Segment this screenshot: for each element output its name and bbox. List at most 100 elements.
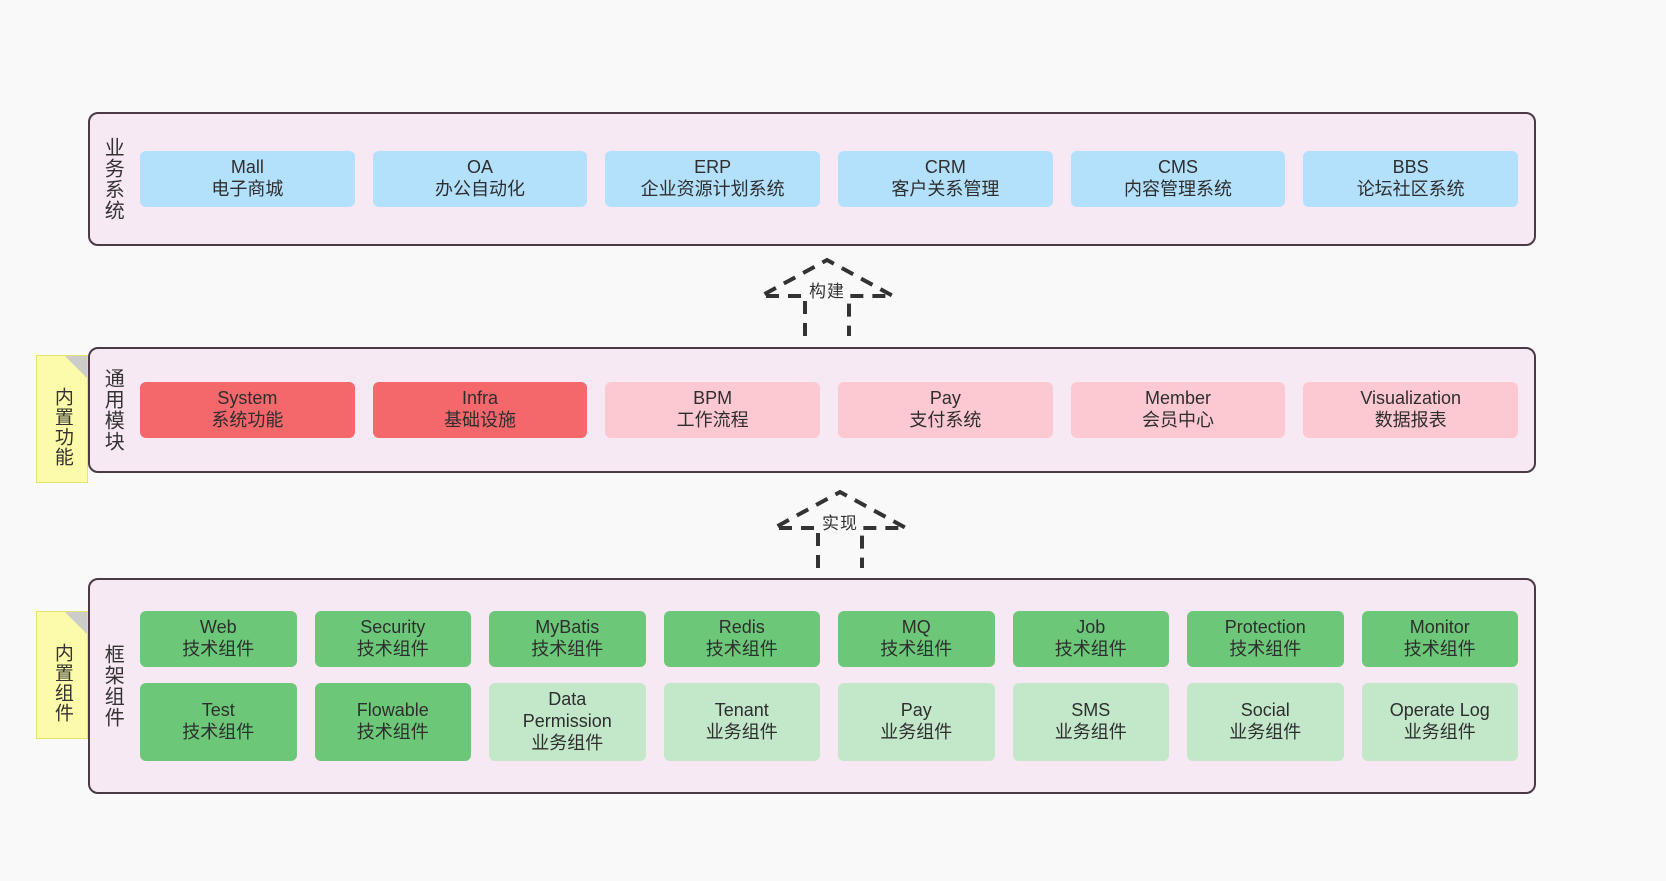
- module-card-infra[interactable]: Infra 基础设施: [372, 382, 588, 438]
- layer-business-system-body: Mall 电子商城 OA 办公自动化 ERP 企业资源计划系统 CRM 客户关系…: [134, 114, 1534, 244]
- module-card-member[interactable]: Member 会员中心: [1070, 382, 1286, 438]
- module-card-mybatis[interactable]: MyBatis 技术组件: [489, 611, 646, 668]
- dashed-hollow-arrow-icon: [760, 257, 894, 336]
- module-card-subtitle: 会员中心: [1142, 410, 1215, 430]
- module-card-bbs[interactable]: BBS 论坛社区系统: [1303, 151, 1519, 207]
- layer-common-module: 通用模块 System 系统功能 Infra 基础设施 BPM 工作流程 Pay…: [88, 347, 1536, 473]
- module-card-subtitle: 业务组件: [705, 721, 778, 742]
- module-card-title: SMS: [1071, 699, 1111, 720]
- module-card-subtitle: 技术组件: [1229, 639, 1302, 660]
- module-card-title: Mall: [230, 157, 264, 178]
- module-card-title: Tenant: [714, 699, 769, 720]
- folded-corner-icon: [65, 356, 87, 378]
- connector-implement: 实现: [770, 489, 910, 570]
- module-card-pay[interactable]: Pay 支付系统: [838, 382, 1053, 438]
- module-card-title: Pay: [929, 388, 961, 409]
- module-card-subtitle: 技术组件: [1054, 639, 1127, 660]
- module-card-data-permission[interactable]: Data Permission 业务组件: [489, 683, 646, 761]
- note-builtin-function-label: 内置功能: [51, 387, 73, 467]
- module-card-title: Pay: [900, 699, 932, 720]
- module-card-title: OA: [467, 157, 494, 178]
- layer-framework-component: 框架组件 Web 技术组件 Security 技术组件 MyBatis 技术组件…: [88, 578, 1536, 794]
- module-card-subtitle: 客户关系管理: [891, 179, 1000, 199]
- module-card-subtitle: 技术组件: [182, 721, 255, 742]
- note-builtin-function[interactable]: 内置功能: [36, 355, 88, 483]
- layer-framework-component-row-tech: Web 技术组件 Security 技术组件 MyBatis 技术组件 Redi…: [140, 611, 1518, 668]
- module-card-cms[interactable]: CMS 内容管理系统: [1070, 151, 1286, 207]
- module-card-sms[interactable]: SMS 业务组件: [1012, 683, 1169, 761]
- module-card-subtitle: 业务组件: [1403, 721, 1476, 742]
- module-card-subtitle: 数据报表: [1374, 410, 1447, 430]
- module-card-title: Operate Log: [1389, 699, 1490, 720]
- layer-framework-component-row-business: Test 技术组件 Flowable 技术组件 Data Permission …: [140, 683, 1518, 761]
- module-card-mall[interactable]: Mall 电子商城: [140, 151, 355, 207]
- module-card-web[interactable]: Web 技术组件: [140, 611, 297, 668]
- note-builtin-component-label: 内置组件: [51, 643, 73, 723]
- layer-common-module-body: System 系统功能 Infra 基础设施 BPM 工作流程 Pay 支付系统…: [134, 349, 1534, 471]
- module-card-title: CMS: [1158, 157, 1199, 178]
- module-card-subtitle: 业务组件: [880, 721, 953, 742]
- module-card-title: BBS: [1392, 157, 1429, 178]
- module-card-subtitle: 技术组件: [356, 721, 429, 742]
- module-card-redis[interactable]: Redis 技术组件: [663, 611, 820, 668]
- module-card-title: Security: [360, 617, 426, 638]
- module-card-title: Protection: [1224, 617, 1306, 638]
- module-card-visualization[interactable]: Visualization 数据报表: [1303, 382, 1519, 438]
- layer-framework-component-body: Web 技术组件 Security 技术组件 MyBatis 技术组件 Redi…: [134, 580, 1534, 792]
- layer-framework-component-title: 框架组件: [101, 644, 124, 728]
- module-card-mq[interactable]: MQ 技术组件: [838, 611, 995, 668]
- module-card-pay-business[interactable]: Pay 业务组件: [838, 683, 995, 761]
- folded-corner-icon: [65, 612, 87, 634]
- connector-implement-label: 实现: [822, 514, 858, 533]
- module-card-crm[interactable]: CRM 客户关系管理: [838, 151, 1053, 207]
- connector-build-label: 构建: [809, 282, 845, 301]
- module-card-title: Visualization: [1360, 388, 1462, 409]
- dashed-hollow-arrow-icon: [773, 489, 907, 568]
- module-card-erp[interactable]: ERP 企业资源计划系统: [605, 151, 821, 207]
- module-card-subtitle: 技术组件: [182, 639, 255, 660]
- module-card-title: Member: [1145, 388, 1212, 409]
- module-card-social[interactable]: Social 业务组件: [1187, 683, 1344, 761]
- module-card-security[interactable]: Security 技术组件: [314, 611, 471, 668]
- module-card-subtitle: 企业资源计划系统: [640, 179, 785, 199]
- module-card-title: CRM: [924, 157, 966, 178]
- layer-business-system-title: 业务系统: [101, 137, 124, 221]
- module-card-bpm[interactable]: BPM 工作流程: [605, 382, 821, 438]
- module-card-subtitle: 支付系统: [909, 410, 982, 430]
- module-card-subtitle: 业务组件: [1054, 721, 1127, 742]
- module-card-title: ERP: [694, 157, 732, 178]
- module-card-subtitle: 内容管理系统: [1124, 179, 1233, 199]
- module-card-test[interactable]: Test 技术组件: [140, 683, 297, 761]
- module-card-title: Social: [1240, 699, 1290, 720]
- layer-common-module-title: 通用模块: [101, 368, 124, 452]
- module-card-title: Web: [199, 617, 237, 638]
- module-card-subtitle: 办公自动化: [435, 179, 525, 199]
- module-card-subtitle: 基础设施: [444, 410, 516, 430]
- module-card-title: MQ: [901, 617, 931, 638]
- layer-business-system: 业务系统 Mall 电子商城 OA 办公自动化 ERP 企业资源计划系统 CRM…: [88, 112, 1536, 246]
- layer-common-module-row: System 系统功能 Infra 基础设施 BPM 工作流程 Pay 支付系统…: [140, 382, 1519, 438]
- module-card-monitor[interactable]: Monitor 技术组件: [1361, 611, 1518, 668]
- module-card-subtitle: 技术组件: [705, 639, 778, 660]
- module-card-title: System: [217, 388, 278, 409]
- module-card-subtitle: 技术组件: [1403, 639, 1476, 660]
- module-card-title: Monitor: [1409, 617, 1470, 638]
- module-card-title: MyBatis: [535, 617, 600, 638]
- module-card-subtitle: 系统功能: [211, 410, 284, 430]
- module-card-flowable[interactable]: Flowable 技术组件: [314, 683, 471, 761]
- module-card-subtitle: 工作流程: [676, 410, 749, 430]
- module-card-subtitle: 技术组件: [356, 639, 429, 660]
- module-card-protection[interactable]: Protection 技术组件: [1187, 611, 1344, 668]
- note-builtin-component[interactable]: 内置组件: [36, 611, 88, 739]
- module-card-oa[interactable]: OA 办公自动化: [372, 151, 588, 207]
- module-card-tenant[interactable]: Tenant 业务组件: [663, 683, 820, 761]
- module-card-system[interactable]: System 系统功能: [140, 382, 355, 438]
- module-card-subtitle: 业务组件: [1229, 721, 1302, 742]
- module-card-title: Redis: [718, 617, 765, 638]
- module-card-subtitle: 技术组件: [531, 639, 604, 660]
- module-card-subtitle: 技术组件: [880, 639, 953, 660]
- module-card-job[interactable]: Job 技术组件: [1012, 611, 1169, 668]
- module-card-title: BPM: [693, 388, 733, 409]
- module-card-operate-log[interactable]: Operate Log 业务组件: [1361, 683, 1518, 761]
